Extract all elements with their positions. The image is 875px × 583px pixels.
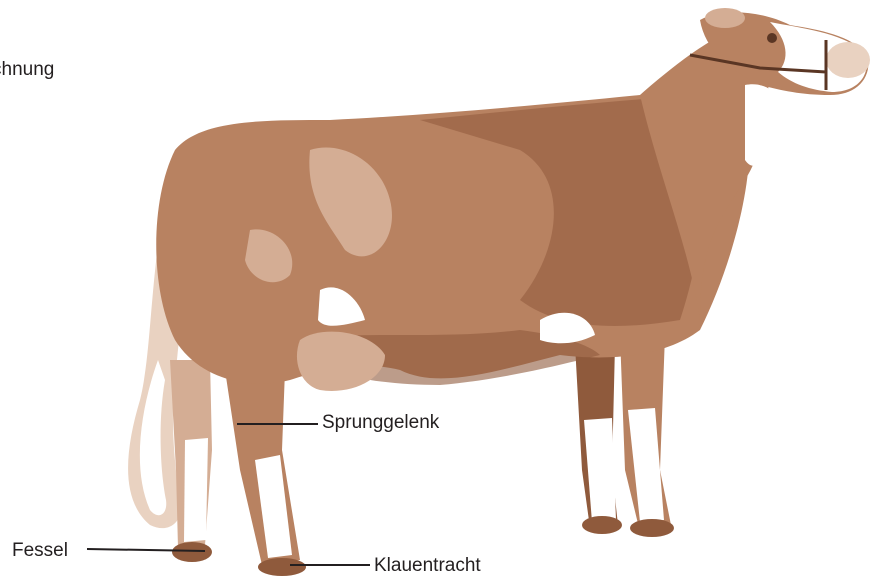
label-fessel: Fessel [12, 541, 68, 560]
label-klauentracht: Klauentracht [374, 556, 481, 575]
cow-muzzle [826, 42, 870, 78]
cow-neck-white [745, 84, 783, 166]
label-top-partial: chnung [0, 60, 54, 79]
cow-hoof-1 [172, 542, 212, 562]
label-sprunggelenk: Sprunggelenk [322, 413, 439, 432]
cow-rear-leg-left-white [184, 438, 208, 542]
cow-hoof-4 [630, 519, 674, 537]
cow-ear [705, 8, 745, 28]
cow-eye [767, 33, 777, 43]
cow-hoof-2 [258, 558, 306, 576]
cow-hoof-3 [582, 516, 622, 534]
